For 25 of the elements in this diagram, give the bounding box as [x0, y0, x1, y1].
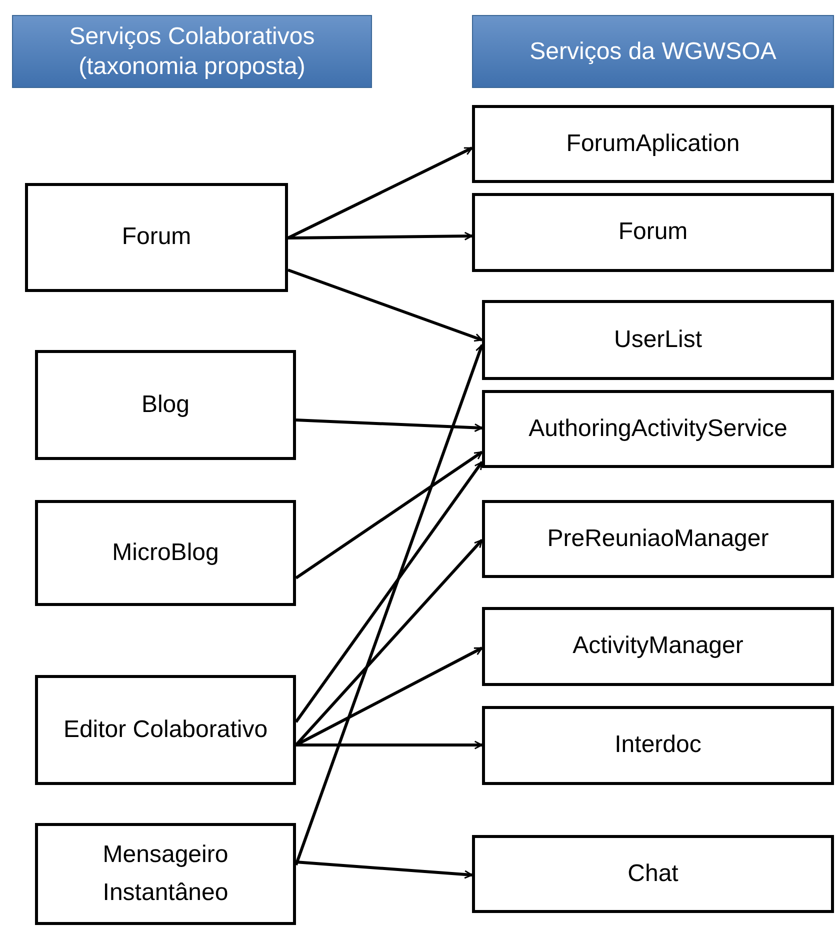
service-box: ActivityManager: [482, 607, 834, 686]
arrow: [296, 860, 473, 879]
arrow: [296, 740, 483, 750]
arrow: [287, 146, 473, 240]
service-box: AuthoringActivityService: [482, 390, 834, 468]
arrow: [295, 450, 483, 580]
service-box: Editor Colaborativo: [35, 675, 296, 785]
arrow: [296, 418, 483, 432]
arrow: [294, 461, 484, 723]
header-box: Serviços da WGWSOA: [472, 15, 834, 88]
service-box: UserList: [482, 300, 834, 380]
service-box: Forum: [25, 183, 288, 292]
service-box: Interdoc: [482, 706, 834, 785]
service-box: Blog: [35, 350, 296, 460]
header-box: Serviços Colaborativos (taxonomia proposta): [12, 15, 372, 88]
service-box: Forum: [472, 193, 834, 272]
arrow: [288, 268, 483, 342]
service-box: ForumAplication: [472, 105, 834, 183]
service-box: PreReuniaoManager: [482, 500, 834, 578]
service-box: Mensageiro Instantâneo: [35, 823, 296, 925]
arrow: [294, 539, 484, 746]
arrow: [294, 344, 484, 866]
service-box: Chat: [472, 835, 834, 913]
arrow: [288, 232, 473, 240]
service-box: MicroBlog: [35, 500, 296, 606]
